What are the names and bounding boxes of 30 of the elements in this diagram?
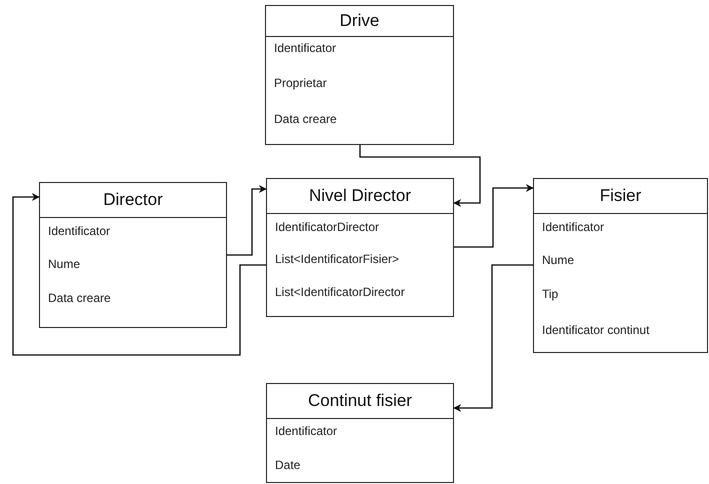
attribute-text: Identificator <box>274 41 336 55</box>
entity-name: Continut fisier <box>308 391 412 411</box>
connector-arrow <box>359 145 481 207</box>
attribute-text: Data creare <box>48 291 111 305</box>
attribute-text: List<IdentificatorDirector <box>275 285 405 299</box>
attribute-text: List<IdentificatorFisier> <box>275 252 400 266</box>
entity-box <box>266 178 454 317</box>
attribute-text: Nume <box>542 253 574 267</box>
attribute-text: Identificator <box>275 424 338 438</box>
connector-arrow <box>454 184 534 248</box>
connector-arrow <box>227 185 267 256</box>
entity-box <box>533 178 708 353</box>
attribute-text: Data creare <box>274 112 337 126</box>
attribute-text: Tip <box>542 287 558 301</box>
connector-arrow <box>453 264 533 412</box>
attribute-text: Proprietar <box>274 76 327 90</box>
attribute-text: Identificator <box>542 220 604 234</box>
connector-arrow <box>12 193 266 356</box>
entity-name: Fisier <box>600 186 642 206</box>
entity-name: Drive <box>340 11 380 31</box>
entity-box <box>265 5 454 145</box>
attribute-text: IdentificatorDirector <box>275 220 380 234</box>
attribute-text: Nume <box>48 257 80 271</box>
entity-name: Nivel Director <box>308 186 412 206</box>
attribute-text: Identificator <box>48 224 110 238</box>
entity-box <box>39 182 227 328</box>
attribute-text: Date <box>275 458 300 472</box>
entity-box <box>266 383 454 483</box>
entity-name: Director <box>103 190 163 210</box>
attribute-text: Identificator continut <box>542 323 650 337</box>
